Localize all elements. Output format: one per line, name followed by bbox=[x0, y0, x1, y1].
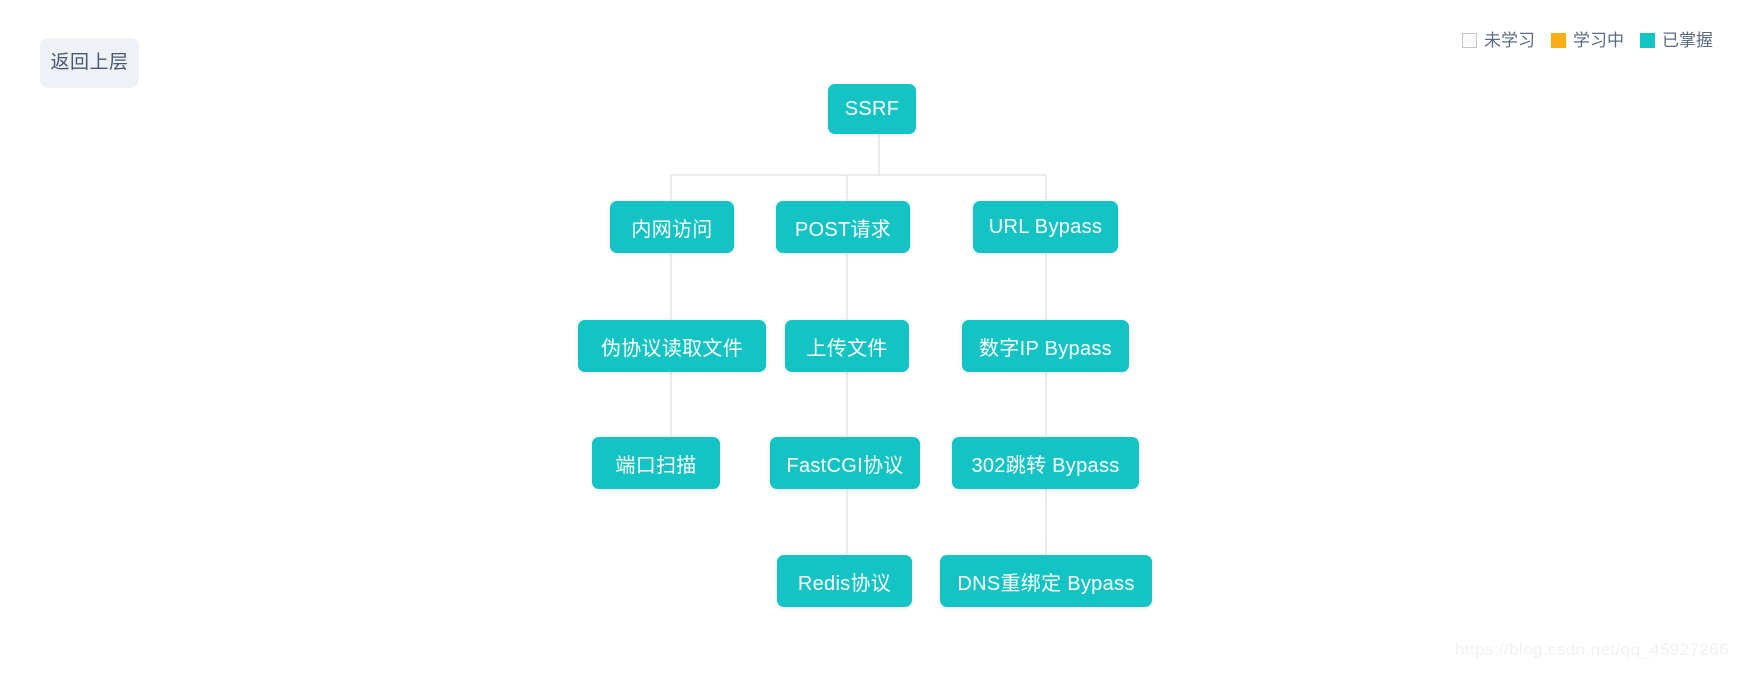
mindmap-node-pseudo[interactable]: 伪协议读取文件 bbox=[578, 320, 766, 372]
mindmap-node-post[interactable]: POST请求 bbox=[776, 201, 910, 253]
legend-swatch-none bbox=[1462, 33, 1477, 48]
mindmap-node-intranet[interactable]: 内网访问 bbox=[610, 201, 734, 253]
watermark: https://blog.csdn.net/qq_45927266 bbox=[1454, 640, 1729, 659]
mindmap-node-upload[interactable]: 上传文件 bbox=[785, 320, 909, 372]
legend-item-mastered: 已掌握 bbox=[1640, 32, 1713, 49]
legend-swatch-learning bbox=[1551, 33, 1566, 48]
mindmap-node-ssrf[interactable]: SSRF bbox=[828, 84, 916, 134]
legend: 未学习 学习中 已掌握 bbox=[1456, 32, 1713, 49]
legend-label: 学习中 bbox=[1573, 31, 1624, 50]
mindmap-node-redis[interactable]: Redis协议 bbox=[777, 555, 912, 607]
mindmap-node-redirect[interactable]: 302跳转 Bypass bbox=[952, 437, 1139, 489]
back-to-parent-button[interactable]: 返回上层 bbox=[40, 38, 139, 88]
legend-swatch-mastered bbox=[1640, 33, 1655, 48]
legend-label: 未学习 bbox=[1484, 31, 1535, 50]
mindmap-node-fastcgi[interactable]: FastCGI协议 bbox=[770, 437, 920, 489]
mindmap-node-portscan[interactable]: 端口扫描 bbox=[592, 437, 720, 489]
legend-label: 已掌握 bbox=[1662, 31, 1713, 50]
mindmap-node-dnsrebind[interactable]: DNS重绑定 Bypass bbox=[940, 555, 1152, 607]
legend-item-learning: 学习中 bbox=[1551, 32, 1624, 49]
mindmap-node-urlbypass[interactable]: URL Bypass bbox=[973, 201, 1118, 253]
legend-item-none: 未学习 bbox=[1462, 32, 1535, 49]
mindmap-node-numip[interactable]: 数字IP Bypass bbox=[962, 320, 1129, 372]
